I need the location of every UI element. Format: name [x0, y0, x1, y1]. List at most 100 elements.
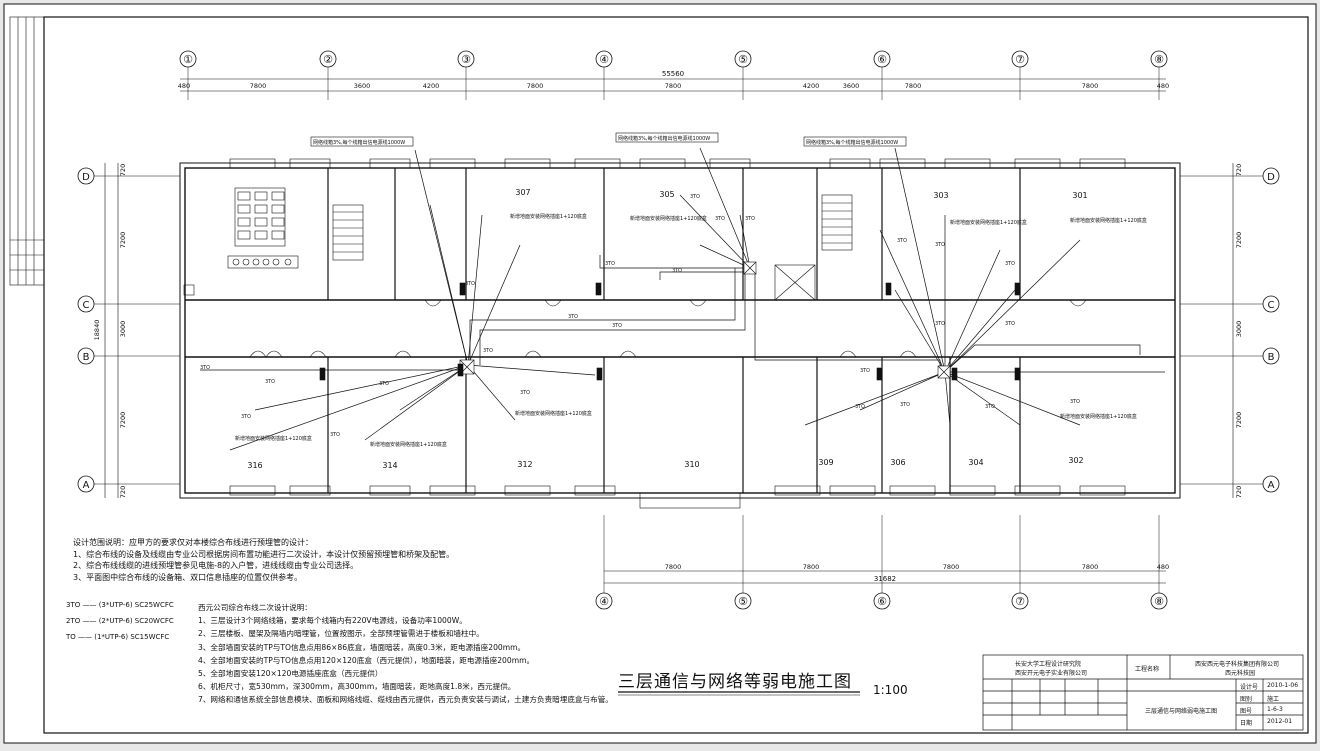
network-box-frame	[803, 136, 907, 147]
dim-side-right: 720	[1235, 164, 1243, 176]
cable-label: 3TO	[1005, 261, 1015, 267]
cable-label: 3TO	[520, 390, 530, 396]
axis-label-side: B	[1268, 352, 1275, 363]
room-number: 307	[515, 188, 530, 197]
legend-desc: (1*UTP-6) SC15WCFC	[94, 633, 170, 641]
network-box-frame	[310, 136, 414, 147]
tb-sheet-value: 1-6-3	[1267, 706, 1283, 713]
legend-desc: (3*UTP-6) SC25WCFC	[98, 601, 174, 609]
tb-client: 西安西元电子科技集团有限公司	[1195, 661, 1280, 668]
dim-side-left: 7200	[119, 412, 127, 429]
dim-bottom: 7800	[1082, 563, 1099, 571]
cable-label: 3TO	[200, 365, 210, 371]
axis-bubble-bottom	[1150, 592, 1168, 610]
building-outline	[179, 158, 1181, 509]
axis-label-top: ⑥	[877, 53, 887, 66]
cable-label: 3TO	[855, 404, 865, 410]
network-box-label: 网络线箱3%,每个线箱出信电源线1000W	[806, 139, 898, 146]
legend-code: 2TO	[66, 617, 81, 625]
cable-label: 3TO	[690, 194, 700, 200]
socket-note: 新增地面安装网络插座1+120底盒	[510, 213, 587, 220]
axis-label-side: C	[83, 300, 90, 311]
tb-institute: 长安大学工程设计研究院	[1015, 661, 1082, 668]
cable-label: 3TO	[1070, 399, 1080, 405]
notes-right-item: 3、全部墙面安装的TP与TO信息点用86×86底盒，墙面暗装，高度0.3米，距电…	[198, 642, 526, 652]
dim-side-right: 7200	[1235, 232, 1243, 249]
legend-row: 3TO —— (3*UTP-6) SC25WCFC	[66, 601, 174, 609]
dim-top: 4200	[423, 82, 440, 90]
drawing-title: 三层通信与网络等弱电施工图	[618, 672, 852, 692]
tb-stage-label: 图别	[1240, 696, 1253, 703]
network-box-labels: 网络线箱3%,每个线箱出信电源线1000W 网络线箱3%,每个线箱出信电源线100…	[310, 132, 907, 147]
notes-right-item: 4、全部地面安装的TP与TO信息点用120×120底盒（西元提供），地面暗装，距…	[198, 655, 535, 665]
axis-label-side: B	[83, 352, 90, 363]
tb-client2: 西元科技园	[1225, 670, 1256, 677]
dim-top: 3600	[354, 82, 371, 90]
cable-label: 3TO	[241, 414, 251, 420]
cable-label: 3TO	[935, 321, 945, 327]
dim-total-top: 55560	[662, 70, 684, 78]
network-box-frame	[615, 132, 719, 143]
cable-label: 3TO	[605, 261, 615, 267]
room-number: 312	[517, 460, 532, 469]
dim-bottom: 7800	[943, 563, 960, 571]
design-scope-notes: 设计范围说明：应甲方的要求仅对本楼综合布线进行预埋管的设计： 1、综合布线的设备…	[73, 537, 454, 583]
dim-top: 4200	[803, 82, 820, 90]
dim-total-bottom: 31682	[874, 575, 896, 583]
axis-bubble-bottom	[595, 592, 613, 610]
dim-top: 7800	[1082, 82, 1099, 90]
tb-sheet-label: 图号	[1240, 708, 1253, 715]
dim-top: 7800	[905, 82, 922, 90]
axis-bubble-bottom	[1011, 592, 1029, 610]
dim-top: 7800	[250, 82, 267, 90]
cable-label: 3TO	[715, 216, 725, 222]
tb-date-label: 设计号	[1240, 684, 1259, 691]
legend-code: TO	[66, 633, 76, 641]
tb-project-label: 工程名称	[1135, 666, 1160, 673]
tb-stage-value: 施工	[1267, 696, 1280, 703]
dim-bottom: 7800	[665, 563, 682, 571]
room-number: 316	[247, 461, 262, 470]
notes-right-item: 7、网络和通信系统全部信息模块、面板和网络线缆、缆线由西元提供，西元负责安装与调…	[198, 695, 613, 705]
socket-note: 新增地面安装网络插座1+120底盒	[235, 435, 312, 442]
dim-side-left: 720	[119, 164, 127, 176]
cable-label: 3TO	[860, 368, 870, 374]
dim-bottom: 7800	[803, 563, 820, 571]
dim-top: 7800	[527, 82, 544, 90]
dim-top: 480	[178, 82, 190, 90]
socket-note: 新增地面安装网络插座1+120底盒	[515, 410, 592, 417]
cable-label: 3TO	[985, 404, 995, 410]
secondary-design-notes: 西元公司综合布线二次设计说明： 1、三层设计3个网络线箱，要求每个线箱内有220…	[198, 601, 613, 707]
axis-label-bottom: ⑤	[738, 595, 748, 608]
dim-side-left: 720	[119, 486, 127, 498]
axis-label-side: A	[1268, 480, 1275, 491]
socket-note: 新增地面安装网络插座1+120底盒	[370, 441, 447, 448]
cable-label: 3TO	[379, 381, 389, 387]
axis-label-side: A	[83, 480, 90, 491]
cable-label: 3TO	[568, 314, 578, 320]
axis-label-top: ⑤	[738, 53, 748, 66]
room-number: 309	[818, 458, 833, 467]
dim-side-right: 720	[1235, 486, 1243, 498]
axis-label-top: ④	[599, 53, 609, 66]
tb-drawing-name: 三层通信与网络弱电施工图	[1145, 708, 1218, 715]
dim-top: 480	[1157, 82, 1169, 90]
equipment-marks	[319, 261, 1021, 381]
room-number: 303	[933, 191, 948, 200]
network-box-label: 网络线箱3%,每个线箱出信电源线1000W	[313, 139, 405, 146]
axis-bubble-bottom	[734, 592, 752, 610]
legend-code: 3TO	[66, 601, 81, 609]
notes-left-item: 2、综合布线线缆的进线预埋管参见电施-8的入户管，进线线缆由专业公司选择。	[73, 561, 359, 570]
cable-label: 3TO	[672, 268, 682, 274]
cable-label: 3TO	[612, 323, 622, 329]
axis-bubble-bottom	[873, 592, 891, 610]
axis-label-top: ②	[323, 53, 333, 66]
cable-label: 3TO	[897, 238, 907, 244]
room-number: 305	[659, 190, 674, 199]
drawing-scale: 1:100	[873, 683, 908, 697]
notes-right-item: 1、三层设计3个网络线箱，要求每个线箱内有220V电源线，设备功率1000W。	[198, 616, 467, 626]
notes-left-heading: 设计范围说明：应甲方的要求仅对本楼综合布线进行预埋管的设计：	[73, 538, 313, 547]
axis-label-bottom: ⑦	[1015, 595, 1025, 608]
